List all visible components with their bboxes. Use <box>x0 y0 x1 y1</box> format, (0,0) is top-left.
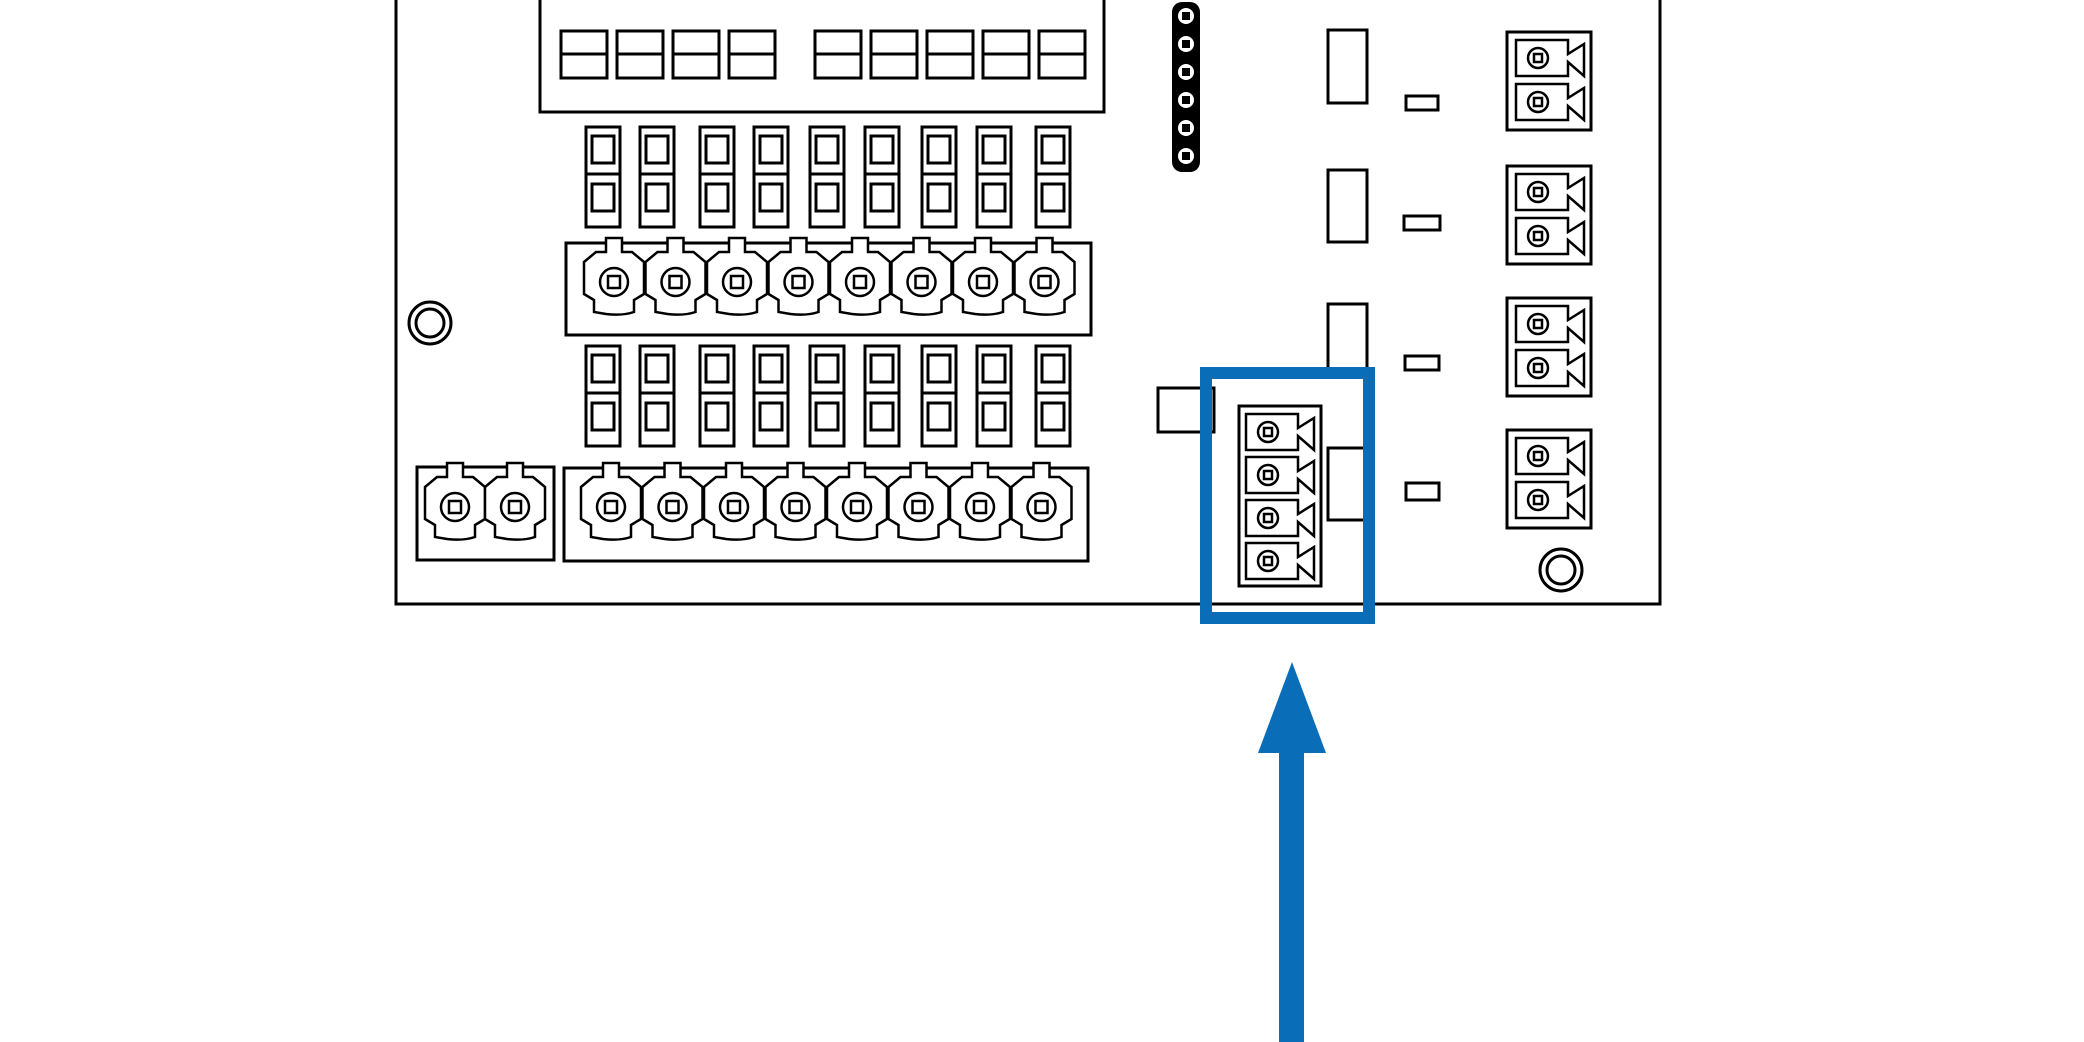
relay-module <box>698 125 736 229</box>
screw-terminal <box>887 461 950 541</box>
screw-terminal <box>483 461 547 541</box>
top-switch-block <box>538 0 1106 114</box>
right-connector-column <box>1505 30 1593 530</box>
connector-2pin <box>1505 296 1593 398</box>
screw-terminal <box>582 236 646 316</box>
screw-terminal <box>951 236 1015 316</box>
connector-pin <box>1244 498 1316 539</box>
screw-terminal <box>705 236 769 316</box>
connector-2pin <box>1505 164 1593 266</box>
top-switch-group-right <box>813 29 1087 80</box>
screw-terminal <box>825 461 889 541</box>
screw-terminal <box>890 236 953 316</box>
connector-pin <box>1514 172 1586 213</box>
dip-switch <box>559 29 609 80</box>
relay-module <box>920 344 958 448</box>
connector-pin <box>1514 480 1586 521</box>
mounting-hole-left <box>407 300 453 346</box>
relay-module <box>920 125 958 229</box>
relay-module <box>863 344 901 448</box>
connector-pin <box>1514 304 1586 345</box>
relay-module <box>638 125 676 229</box>
screw-terminal <box>767 236 830 316</box>
relay-module <box>975 344 1013 448</box>
relay-module <box>1034 125 1072 229</box>
connector-2pin <box>1505 30 1593 132</box>
relay-module <box>1034 344 1072 448</box>
dip-switch <box>727 29 777 80</box>
connector-pin <box>1514 348 1586 389</box>
header-pin <box>1178 148 1194 164</box>
relay-module <box>975 125 1013 229</box>
top-switch-group-left <box>559 29 777 80</box>
screw-terminal <box>948 461 1012 541</box>
screw-terminal <box>644 236 707 316</box>
header-pin <box>1178 8 1194 24</box>
mounting-hole-right <box>1538 547 1584 593</box>
dip-switch <box>813 29 863 80</box>
highlighted-connector <box>1237 404 1323 588</box>
header-pin <box>1178 36 1194 52</box>
screw-terminal <box>702 461 766 541</box>
dip-switch <box>615 29 665 80</box>
connector-pin <box>1244 541 1316 582</box>
screw-terminal <box>579 461 643 541</box>
dip-switch <box>1037 29 1087 80</box>
screw-terminal-row-1 <box>564 236 1093 337</box>
connector-pin <box>1514 38 1586 79</box>
relay-row-bottom <box>584 344 1072 448</box>
screw-terminal-small <box>415 461 556 562</box>
relay-module <box>752 344 790 448</box>
connector-2pin <box>1505 428 1593 530</box>
relay-row-top <box>584 125 1072 229</box>
dip-switch <box>981 29 1031 80</box>
screw-terminal <box>828 236 892 316</box>
screw-terminal <box>764 461 827 541</box>
relay-module <box>752 125 790 229</box>
header-pin <box>1178 92 1194 108</box>
relay-module <box>584 125 622 229</box>
relay-module <box>808 125 846 229</box>
board-outline <box>394 0 1662 606</box>
relay-module <box>638 344 676 448</box>
relay-module <box>698 344 736 448</box>
screw-terminal <box>641 461 704 541</box>
header-pin <box>1178 120 1194 136</box>
connector-pin <box>1514 436 1586 477</box>
screw-terminal <box>423 461 487 541</box>
relay-module <box>584 344 622 448</box>
screw-terminal-row-2 <box>562 461 1090 563</box>
screw-terminal <box>1010 461 1073 541</box>
dip-switch <box>925 29 975 80</box>
relay-module <box>863 125 901 229</box>
dip-switch <box>869 29 919 80</box>
header-pin <box>1178 64 1194 80</box>
screw-terminal <box>1013 236 1076 316</box>
connector-pin <box>1244 412 1316 453</box>
arrow-up-icon <box>1258 662 1326 1042</box>
connector-pin <box>1514 216 1586 257</box>
relay-module <box>808 344 846 448</box>
highlight-frame <box>1200 367 1375 624</box>
connector-pin <box>1514 82 1586 123</box>
pin-header <box>1172 2 1200 172</box>
connector-pin <box>1244 455 1316 496</box>
dip-switch <box>671 29 721 80</box>
